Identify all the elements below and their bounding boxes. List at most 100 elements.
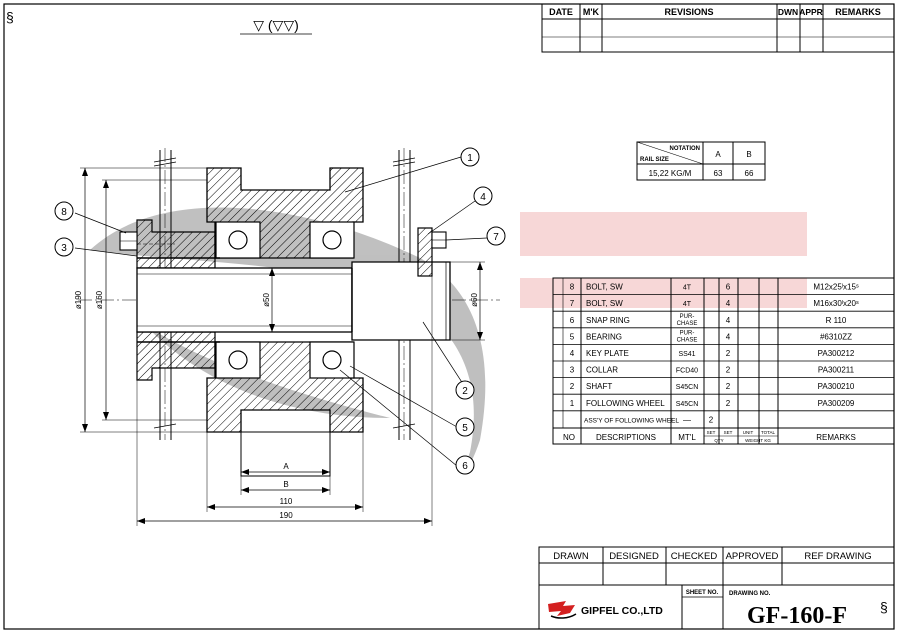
notation-rail-size: 15,22 KG/M bbox=[649, 169, 692, 178]
parts-header-unit: UNIT bbox=[743, 430, 754, 435]
parts-header-desc: DESCRIPTIONS bbox=[596, 433, 656, 442]
rev-header-date: DATE bbox=[549, 7, 573, 17]
parts-row: 5 BEARING PUR-CHASE 4 #6310ZZ bbox=[570, 330, 852, 343]
callout-5: 5 bbox=[455, 417, 475, 437]
parts-cell-remarks: #6310ZZ bbox=[820, 332, 852, 341]
title-designed: DESIGNED bbox=[609, 551, 659, 562]
parts-cell-mat: 4T bbox=[683, 285, 692, 292]
callout-3: 3 bbox=[54, 237, 74, 257]
parts-cell-mat: FCD40 bbox=[676, 368, 698, 375]
title-sheet-no: SHEET NO. bbox=[686, 590, 719, 596]
title-approved: APPROVED bbox=[726, 551, 779, 562]
parts-cell-mat: S45CN bbox=[676, 401, 699, 408]
notation-col-a: A bbox=[715, 150, 721, 159]
parts-cell-remarks: R 110 bbox=[826, 316, 847, 325]
callout-1: 1 bbox=[460, 147, 480, 167]
parts-cell-qty: 4 bbox=[726, 299, 731, 308]
parts-cell-remarks: PA300210 bbox=[818, 382, 855, 391]
parts-cell-desc: KEY PLATE bbox=[586, 349, 629, 358]
dim-110: 110 bbox=[280, 497, 293, 506]
svg-text:8: 8 bbox=[61, 207, 67, 218]
title-checked: CHECKED bbox=[671, 551, 718, 562]
rev-header-revisions: REVISIONS bbox=[664, 7, 713, 17]
assembly-desc: ASS'Y OF FOLLOWING WHEEL bbox=[584, 417, 679, 424]
parts-cell-desc: BEARING bbox=[586, 332, 622, 341]
drawing-number: GF-160-F bbox=[747, 603, 847, 629]
parts-cell-qty: 6 bbox=[726, 283, 731, 292]
corner-ornament-tl: § bbox=[6, 9, 14, 25]
parts-cell-qty: 2 bbox=[726, 366, 731, 375]
parts-cell-mat: PUR- bbox=[680, 330, 695, 336]
parts-cell-mat: SS41 bbox=[678, 351, 695, 358]
title-block: DRAWN DESIGNED CHECKED APPROVED REF DRAW… bbox=[538, 546, 895, 630]
parts-cell-qty: 2 bbox=[726, 399, 731, 408]
parts-cell-qty: 2 bbox=[726, 382, 731, 391]
parts-cell-no: 4 bbox=[570, 349, 575, 358]
assembly-qty: 2 bbox=[709, 415, 714, 424]
notation-corner-bottom: RAIL SIZE bbox=[640, 157, 669, 163]
rev-header-dwn: DWN bbox=[778, 7, 798, 17]
parts-cell-desc: BOLT, SW bbox=[586, 299, 623, 308]
parts-cell-remarks: M12x25ˡx15ˢ bbox=[813, 283, 859, 292]
title-drawing-no-label: DRAWING NO. bbox=[729, 591, 771, 597]
parts-cell-remarks: PA300212 bbox=[818, 349, 855, 358]
corner-ornament-br: § bbox=[880, 599, 888, 615]
parts-cell-remarks: PA300211 bbox=[818, 366, 855, 375]
notation-a-value: 63 bbox=[714, 169, 723, 178]
parts-cell-qty: 2 bbox=[726, 349, 731, 358]
parts-cell-desc: SNAP RING bbox=[586, 316, 630, 325]
parts-cell-qty: 4 bbox=[726, 316, 731, 325]
notation-table: NOTATION RAIL SIZE A B 15,22 KG/M 63 66 bbox=[636, 141, 766, 181]
rev-header-mk: M'K bbox=[583, 7, 600, 17]
company-name: GIPFEL CO.,LTD bbox=[581, 605, 663, 617]
dim-phi160: ø160 bbox=[95, 290, 104, 309]
parts-cell-no: 8 bbox=[570, 283, 575, 292]
parts-cell-desc: BOLT, SW bbox=[586, 283, 623, 292]
parts-cell-mat: CHASE bbox=[677, 337, 698, 343]
parts-cell-no: 5 bbox=[570, 332, 575, 341]
svg-text:3: 3 bbox=[61, 243, 67, 254]
rev-header-appr: APPR bbox=[799, 7, 823, 17]
parts-cell-remarks: M16x30ˡx20ˢ bbox=[813, 299, 859, 308]
callout-6: 6 bbox=[455, 455, 475, 475]
callout-4: 4 bbox=[473, 186, 493, 206]
parts-row: 2 SHAFT S45CN 2 PA300210 bbox=[570, 382, 855, 391]
svg-text:7: 7 bbox=[493, 232, 499, 243]
parts-header-total: TOTAL bbox=[761, 430, 776, 435]
parts-header-remarks: REMARKS bbox=[816, 433, 856, 442]
parts-row: 8 BOLT, SW 4T 6 M12x25ˡx15ˢ bbox=[570, 283, 859, 292]
assembly-mat: — bbox=[683, 415, 691, 424]
parts-cell-no: 1 bbox=[570, 399, 575, 408]
surface-finish-symbol: ▽ (▽▽) bbox=[253, 17, 299, 33]
parts-cell-qty: 4 bbox=[726, 332, 731, 341]
parts-header-set: SET bbox=[707, 430, 716, 435]
notation-corner-top: NOTATION bbox=[670, 146, 700, 152]
svg-text:1: 1 bbox=[467, 153, 473, 164]
parts-row: 4 KEY PLATE SS41 2 PA300212 bbox=[570, 349, 855, 358]
parts-header-qty: QTY bbox=[714, 438, 723, 443]
parts-cell-no: 2 bbox=[570, 382, 575, 391]
dim-190: 190 bbox=[279, 511, 293, 520]
parts-cell-mat: S45CN bbox=[676, 384, 699, 391]
rev-header-remarks: REMARKS bbox=[835, 7, 881, 17]
parts-cell-mat: 4T bbox=[683, 301, 692, 308]
parts-cell-remarks: PA300209 bbox=[818, 399, 855, 408]
parts-cell-mat: PUR- bbox=[680, 314, 695, 320]
dim-phi190: ø190 bbox=[74, 290, 83, 309]
parts-cell-desc: COLLAR bbox=[586, 366, 618, 375]
svg-text:6: 6 bbox=[462, 461, 468, 472]
parts-header-weight: WEIGHT KG bbox=[745, 438, 771, 443]
parts-cell-mat: CHASE bbox=[677, 321, 698, 327]
dim-b: B bbox=[283, 480, 288, 489]
parts-assembly-row: ASS'Y OF FOLLOWING WHEEL — 2 bbox=[584, 415, 714, 424]
company-logo bbox=[548, 601, 577, 619]
dim-phi50: ø50 bbox=[262, 293, 271, 307]
svg-text:4: 4 bbox=[480, 192, 486, 203]
parts-cell-desc: SHAFT bbox=[586, 382, 612, 391]
svg-text:2: 2 bbox=[462, 386, 468, 397]
